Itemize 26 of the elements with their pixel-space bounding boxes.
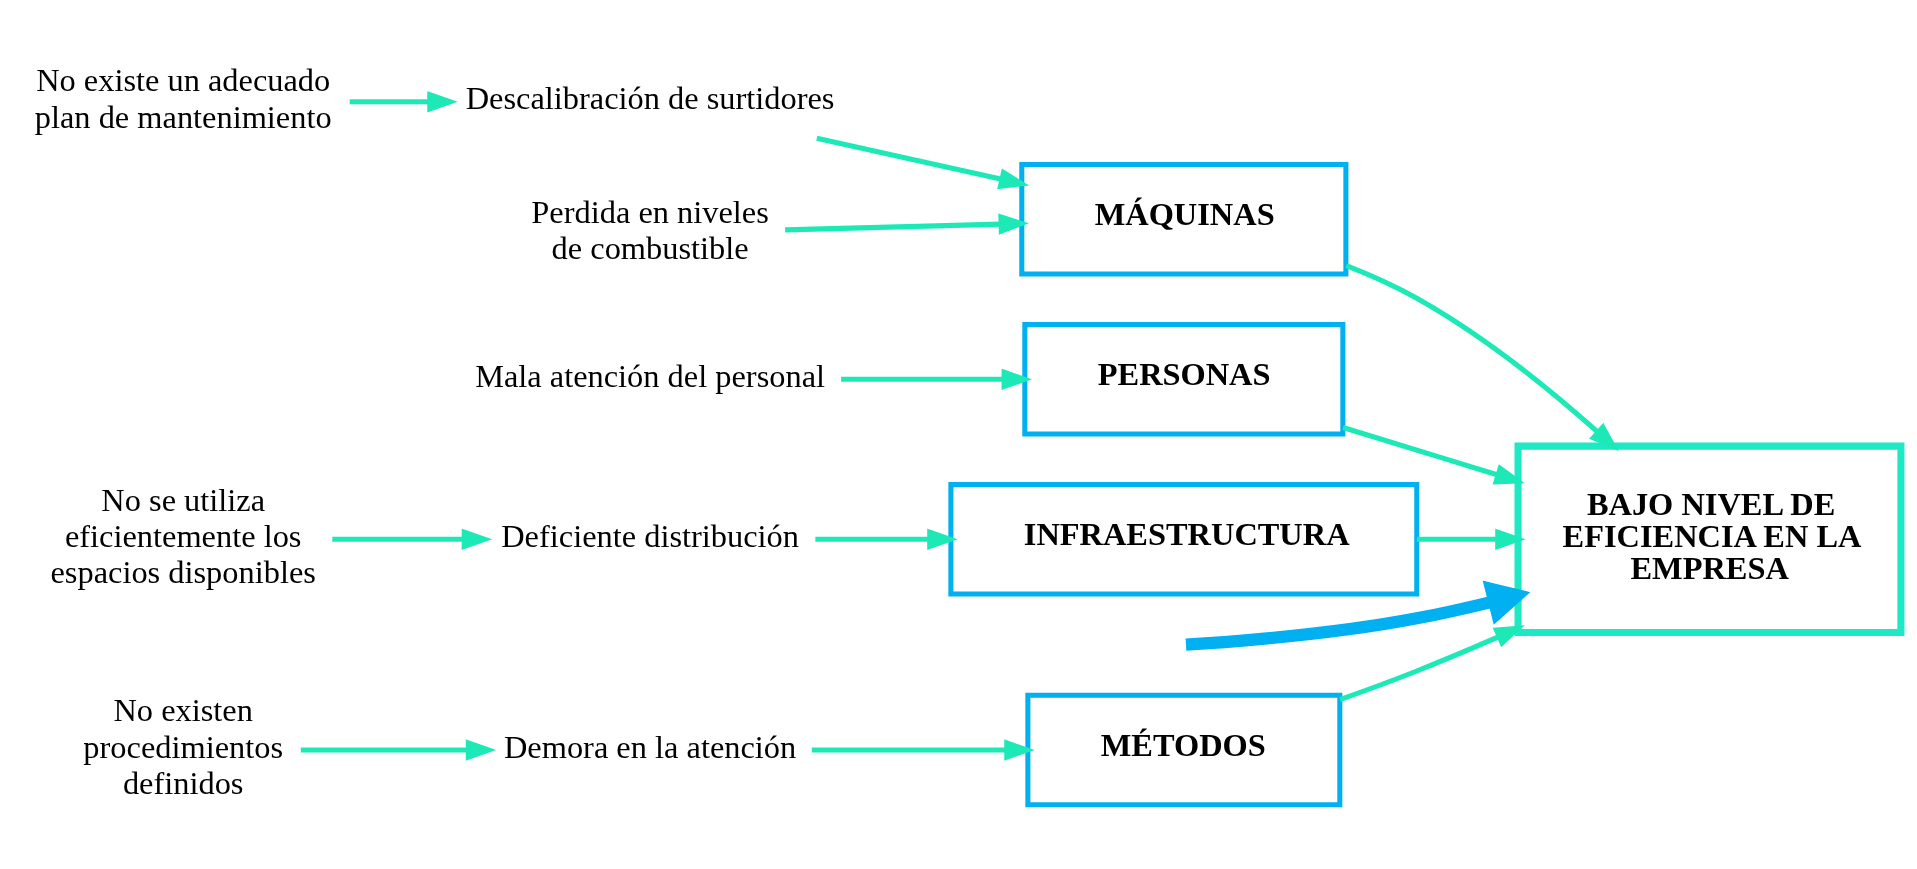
arrow <box>784 213 1029 235</box>
arrow <box>331 528 492 550</box>
arrow <box>1341 424 1525 484</box>
node-text: No existe un adecuado plan de mantenimiento <box>34 61 332 135</box>
arrow <box>811 738 1035 761</box>
node-box: MÉTODOS <box>1024 692 1342 807</box>
arrow <box>840 368 1032 390</box>
node-box: INFRAESTRUCTURA <box>947 481 1419 597</box>
node-text: Descalibración de surtidores <box>465 79 834 116</box>
arrow <box>1416 528 1526 550</box>
node-box: PERSONAS <box>1021 321 1345 436</box>
node-text: No se utiliza eficientemente los espacios disponibles <box>50 481 316 590</box>
arrow <box>300 738 496 761</box>
node-text: No existen procedimientos definidos <box>82 691 283 801</box>
arrow <box>1185 580 1530 651</box>
arrow <box>349 90 458 112</box>
arrow <box>815 135 1029 189</box>
node-text: Demora en la atención <box>503 728 796 765</box>
arrow <box>814 528 958 550</box>
node-text: Mala atención del personal <box>474 357 825 394</box>
node-text: Perdida en niveles de combustible <box>530 193 769 266</box>
arrow <box>1338 624 1525 702</box>
node-box: BAJO NIVEL DE EFICIENCIA EN LA EMPRESA <box>1514 442 1904 636</box>
node-box: MÁQUINAS <box>1018 161 1348 276</box>
node-text: Deficiente distribución <box>500 517 799 554</box>
arrow <box>1344 262 1619 451</box>
